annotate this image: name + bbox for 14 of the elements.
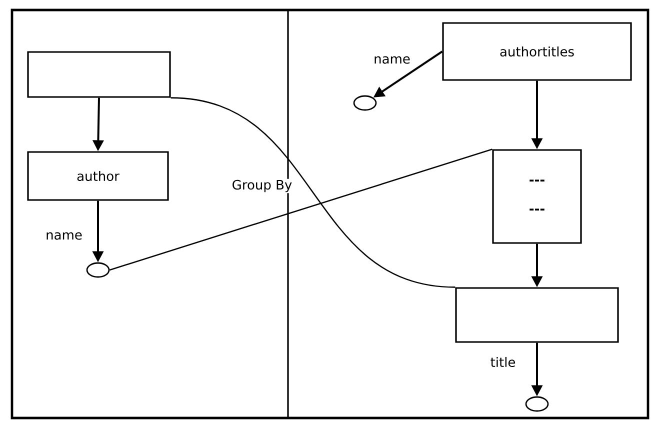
connector-line [170,97,456,288]
edge-label: name [372,55,412,65]
empty-box [455,287,619,343]
connector-line [110,148,492,271]
annotation-text: Group By [230,178,294,194]
circle-node [86,262,110,278]
entity-box: author [27,151,169,201]
edge-label: name [44,231,84,241]
empty-box [27,51,171,98]
circle-node [353,95,377,111]
entity-box: authortitles [442,22,632,81]
list-box: --- --- [492,149,582,244]
circle-node [525,396,549,412]
edge-label: title [489,356,517,368]
